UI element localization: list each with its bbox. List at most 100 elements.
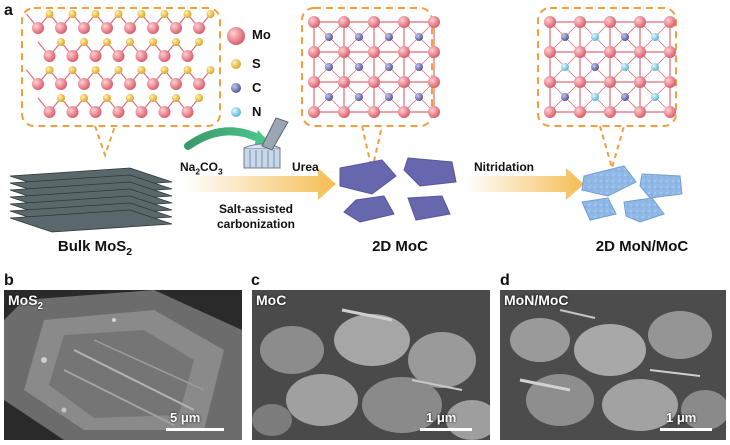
c-atom xyxy=(561,93,569,101)
n-atom xyxy=(561,63,569,71)
mon-sheets xyxy=(581,165,683,223)
n-atom xyxy=(651,33,659,41)
c-atom xyxy=(325,93,333,101)
c-atom xyxy=(355,63,363,71)
mo-atom xyxy=(135,50,148,62)
panel-label-a: a xyxy=(4,2,13,19)
sem-label-mon-moc: MoN/MoC xyxy=(504,292,569,308)
n-atom xyxy=(651,93,659,101)
c-atom xyxy=(415,63,423,71)
s-atom xyxy=(91,10,100,18)
mo-atom xyxy=(398,106,410,118)
mo-atom xyxy=(193,78,205,90)
moc-lattice xyxy=(308,16,440,118)
s-atom xyxy=(172,38,180,46)
mo-atom xyxy=(664,106,676,118)
mo-atom xyxy=(544,46,556,58)
mos2-layer xyxy=(9,209,173,233)
c-atom xyxy=(561,33,569,41)
mo-atom xyxy=(32,78,44,90)
scale-bar-b xyxy=(166,428,224,431)
mo-atom xyxy=(368,16,380,28)
carbonization-label: carbonization xyxy=(216,217,295,231)
sem-image-mon-moc: MoN/MoC 1 μm xyxy=(500,290,726,440)
mo-atom xyxy=(308,16,320,28)
mo-atom xyxy=(101,78,113,90)
s-atom xyxy=(68,10,77,18)
c-atom xyxy=(415,33,423,41)
nitridation-label: Nitridation xyxy=(474,160,534,174)
legend-s-ball xyxy=(231,59,241,69)
mo-atom xyxy=(55,22,67,34)
c-atom xyxy=(385,93,393,101)
green-curved-arrow xyxy=(184,127,266,150)
n-atom xyxy=(651,63,659,71)
bulk-mos2-label: Bulk MoS2 xyxy=(57,238,133,258)
mo-atom xyxy=(338,106,350,118)
mo-atom xyxy=(634,16,646,28)
scale-bar-c xyxy=(420,428,472,431)
moc-label: 2D MoC xyxy=(372,238,428,255)
s-atom xyxy=(126,94,134,102)
c-atom xyxy=(355,93,363,101)
mo-atom xyxy=(308,76,320,88)
zoom-box-mon xyxy=(537,7,677,172)
s-atom xyxy=(206,10,215,18)
mo-atom xyxy=(428,16,440,28)
mo-atom xyxy=(574,76,586,88)
mo-atom xyxy=(338,46,350,58)
mo-atom xyxy=(574,16,586,28)
s-atom xyxy=(160,10,169,18)
c-atom xyxy=(325,63,333,71)
sem-image-moc: MoC 1 μm xyxy=(252,290,490,440)
s-atom xyxy=(172,94,180,102)
panel-label-b: b xyxy=(4,272,14,289)
mo-atom xyxy=(124,22,136,34)
mo-atom xyxy=(634,76,646,88)
sem-image-mos2: MoS2 5 μm xyxy=(4,290,242,440)
mo-atom xyxy=(78,22,90,34)
mo-atom xyxy=(181,106,194,118)
s-atom xyxy=(114,66,123,74)
salt-assisted-label: Salt-assisted xyxy=(218,202,294,216)
mo-atom xyxy=(89,50,102,62)
scale-bar-d xyxy=(660,428,712,431)
s-atom xyxy=(183,66,192,74)
mo-atom xyxy=(308,46,320,58)
s-atom xyxy=(57,94,65,102)
mo-atom xyxy=(664,16,676,28)
s-atom xyxy=(45,66,54,74)
legend-n-ball xyxy=(231,107,241,117)
mo-atom xyxy=(43,50,56,62)
panel-label-d: d xyxy=(500,272,510,289)
salt-arrow xyxy=(184,168,336,200)
mo-atom xyxy=(368,76,380,88)
mo-atom xyxy=(193,22,205,34)
n-atom xyxy=(591,93,599,101)
mo-atom xyxy=(170,22,182,34)
sem-label-mos2: MoS2 xyxy=(8,292,44,312)
scale-text-b: 5 μm xyxy=(170,410,201,425)
moc-sheets xyxy=(339,157,457,223)
mo-atom xyxy=(66,50,79,62)
legend-c-ball xyxy=(231,83,241,93)
scale-text-c: 1 μm xyxy=(426,410,457,425)
mo-atom xyxy=(78,78,90,90)
legend-mo-ball xyxy=(227,27,245,45)
mo-atom xyxy=(664,76,676,88)
mo-atom xyxy=(147,22,159,34)
s-atom xyxy=(195,94,203,102)
s-atom xyxy=(80,94,88,102)
c-atom xyxy=(621,33,629,41)
c-atom xyxy=(355,33,363,41)
mo-atom xyxy=(574,106,586,118)
mon-lattice xyxy=(544,16,676,118)
c-atom xyxy=(385,63,393,71)
mo-atom xyxy=(89,106,102,118)
mo-atom xyxy=(604,16,616,28)
scale-text-d: 1 μm xyxy=(666,410,697,425)
mo-atom xyxy=(158,50,171,62)
mo-atom xyxy=(308,106,320,118)
legend-label-n: N xyxy=(252,104,262,119)
